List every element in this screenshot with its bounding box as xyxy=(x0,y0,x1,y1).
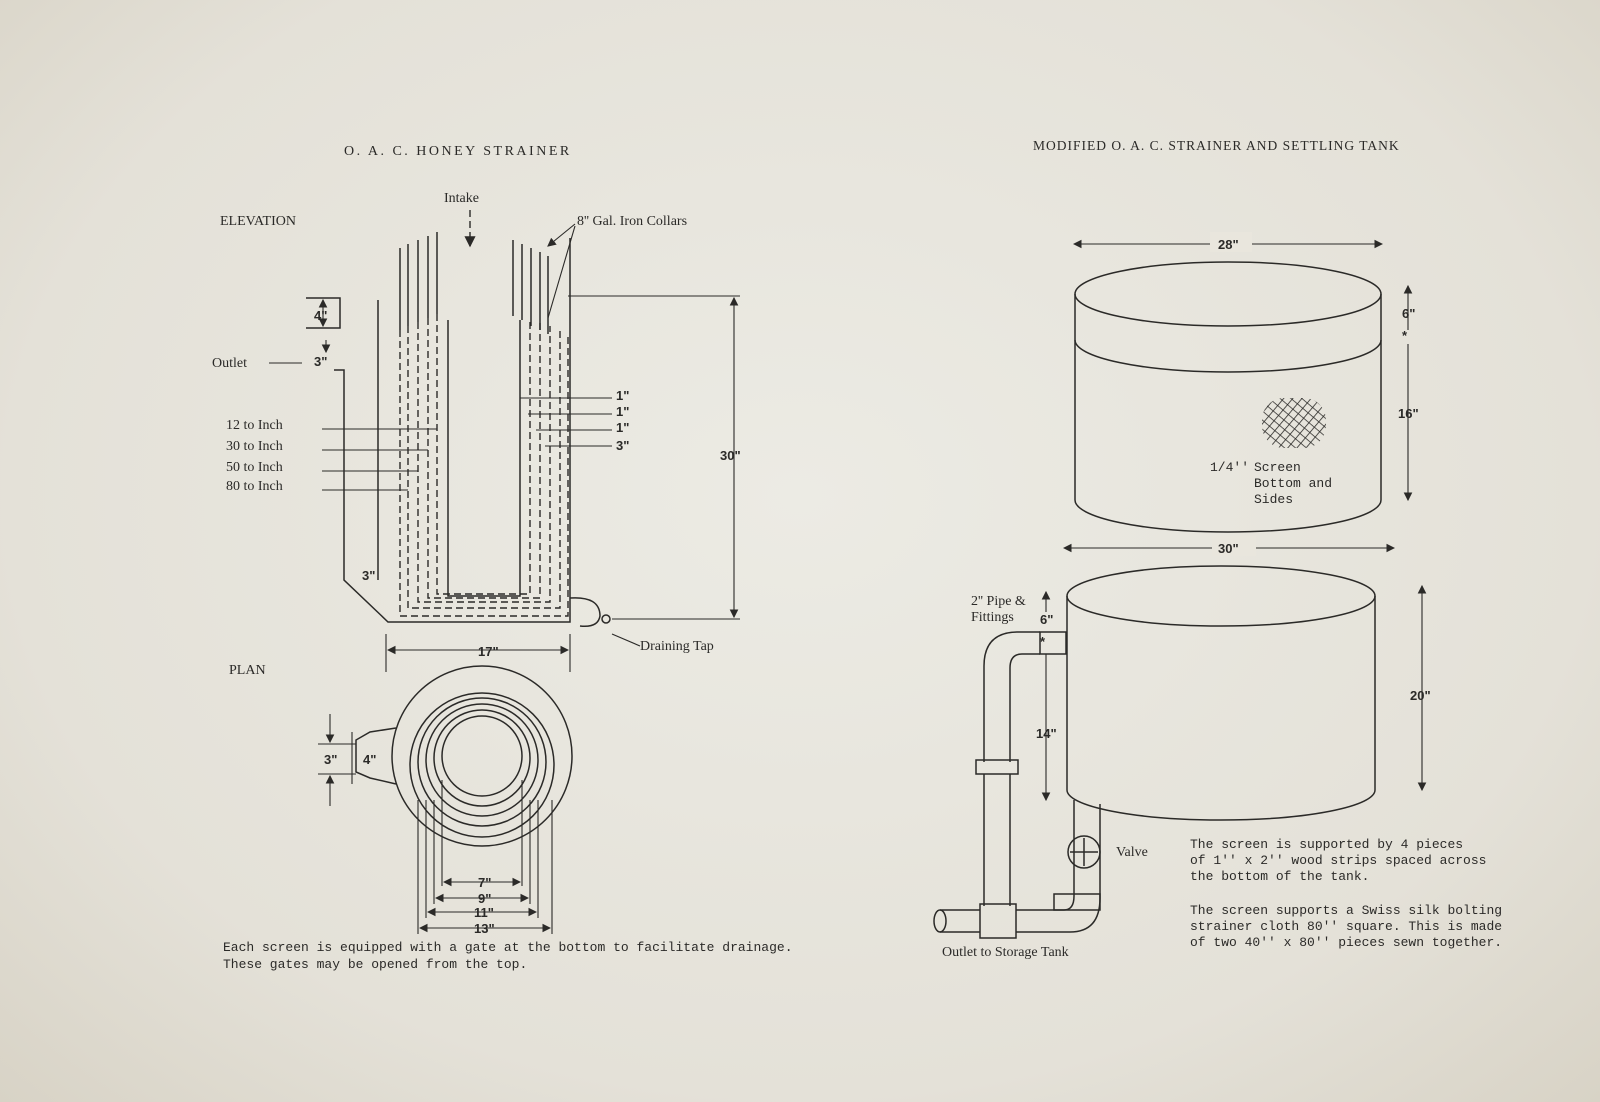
valve-label: Valve xyxy=(1116,845,1148,860)
plan-dim-3: 3" xyxy=(324,752,337,767)
collars-leader-2 xyxy=(547,225,576,319)
plan-dim-9: 9" xyxy=(478,891,491,906)
settling-tank xyxy=(1066,565,1376,821)
screen-mesh-icon xyxy=(1262,398,1326,448)
mesh-label-12: 12 to Inch xyxy=(226,418,283,433)
note-b-3: of two 40'' x 80'' pieces sewn together. xyxy=(1190,935,1502,950)
dim-6a-label: 6" xyxy=(1402,306,1415,321)
note-a-3: the bottom of the tank. xyxy=(1190,869,1369,884)
pipe-label-1: 2'' Pipe & xyxy=(971,594,1026,609)
outlet-pipe xyxy=(933,631,1101,939)
elevation-label: ELEVATION xyxy=(220,214,296,229)
note-b-1: The screen supports a Swiss silk bolting xyxy=(1190,903,1502,918)
mesh-label-50: 50 to Inch xyxy=(226,460,283,475)
dim-30r-label: 30" xyxy=(1218,541,1239,556)
draining-tap-label: Draining Tap xyxy=(640,639,714,654)
caption-line-1: Each screen is equipped with a gate at t… xyxy=(223,940,793,955)
screen-label-1: 1/4'' xyxy=(1210,460,1249,475)
screen-label-4: Sides xyxy=(1254,492,1293,507)
dim-28-label: 28" xyxy=(1218,237,1239,252)
note-a-1: The screen is supported by 4 pieces xyxy=(1190,837,1463,852)
dim-14-label: 14" xyxy=(1036,726,1057,741)
pipe-label-2: Fittings xyxy=(971,610,1014,625)
svg-text:*: * xyxy=(1040,634,1046,649)
outlet-storage-label: Outlet to Storage Tank xyxy=(942,945,1069,960)
collars-leader-1 xyxy=(547,223,576,247)
dim-20-label: 20" xyxy=(1410,688,1431,703)
plan-dim-4: 4" xyxy=(363,752,376,767)
dim-4-label: 4" xyxy=(314,308,327,323)
plan-dim-7: 7" xyxy=(478,875,491,890)
strainer-plan xyxy=(355,665,573,847)
spacing-3: 3" xyxy=(616,438,629,453)
intake-label: Intake xyxy=(444,191,479,206)
mesh-label-30: 30 to Inch xyxy=(226,439,283,454)
spacing-1a: 1" xyxy=(616,388,629,403)
note-a-2: of 1'' x 2'' wood strips spaced across xyxy=(1190,853,1486,868)
screen-label-2: Screen xyxy=(1254,460,1301,475)
mesh-label-80: 80 to Inch xyxy=(226,479,283,494)
caption-line-2: These gates may be opened from the top. xyxy=(223,957,527,972)
dim-16-label: 16" xyxy=(1398,406,1419,421)
svg-text:*: * xyxy=(1402,328,1408,343)
spacing-1c: 1" xyxy=(616,420,629,435)
strainer-basket xyxy=(1074,261,1382,533)
spacing-1b: 1" xyxy=(616,404,629,419)
right-title: MODIFIED O. A. C. STRAINER AND SETTLING … xyxy=(1033,138,1400,153)
left-title: O. A. C. HONEY STRAINER xyxy=(344,144,572,159)
dim-17-label: 17" xyxy=(478,644,499,659)
dim-30-label: 30" xyxy=(720,448,741,463)
screen-label-3: Bottom and xyxy=(1254,476,1332,491)
plan-dim-13: 13" xyxy=(474,921,495,936)
outlet-label: Outlet xyxy=(212,356,247,371)
dim-3a-label: 3" xyxy=(314,354,327,369)
plan-label: PLAN xyxy=(229,663,266,678)
dim-3b-label: 3" xyxy=(362,568,375,583)
dim-6b-label: 6" xyxy=(1040,612,1053,627)
note-b-2: strainer cloth 80'' square. This is made xyxy=(1190,919,1502,934)
strainer-elevation xyxy=(334,232,611,628)
outlet-box xyxy=(306,297,341,329)
collars-label: 8'' Gal. Iron Collars xyxy=(577,214,687,229)
plan-dim-11: 11" xyxy=(474,905,494,920)
